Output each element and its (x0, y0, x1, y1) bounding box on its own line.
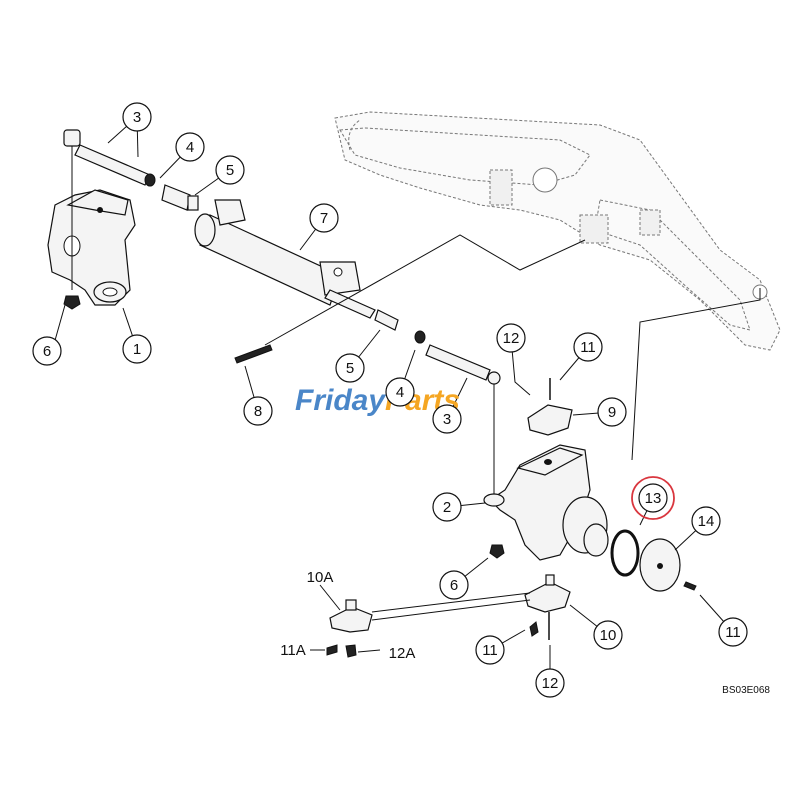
callout-11-bottom-label: 11 (482, 642, 498, 659)
callout-5-top-label: 5 (226, 162, 234, 179)
callout-6-left[interactable]: 6 (32, 336, 62, 366)
lower-tie-rod-parts (234, 330, 501, 500)
callout-3-top-label: 3 (133, 109, 141, 126)
callout-9-label: 9 (608, 404, 616, 421)
callout-9[interactable]: 9 (597, 397, 627, 427)
callout-3-mid-label: 3 (443, 411, 451, 428)
callout-1-label: 1 (133, 341, 141, 358)
callout-4-top-label: 4 (186, 139, 194, 156)
callout-5-mid-label: 5 (346, 360, 354, 377)
callout-11-top[interactable]: 11 (573, 332, 603, 362)
callout-11-right[interactable]: 11 (718, 617, 748, 647)
callout-4-mid-label: 4 (396, 384, 404, 401)
callout-12-bottom-label: 12 (542, 675, 559, 692)
callout-14-label: 14 (698, 513, 715, 530)
highlight-ring (631, 476, 675, 520)
callout-2[interactable]: 2 (432, 492, 462, 522)
callout-13[interactable]: 13 (631, 476, 675, 520)
callout-1[interactable]: 1 (122, 334, 152, 364)
callout-13-label: 13 (645, 490, 662, 507)
callout-10-label: 10 (600, 627, 617, 644)
callout-12-top[interactable]: 12 (496, 323, 526, 353)
callout-11-top-label: 11 (580, 339, 596, 356)
callout-14[interactable]: 14 (691, 506, 721, 536)
callout-12-bottom[interactable]: 12 (535, 668, 565, 698)
right-steering-knuckle (483, 444, 697, 592)
axle-frame (334, 111, 781, 351)
callout-7-label: 7 (320, 210, 328, 227)
callout-12-top-label: 12 (503, 330, 520, 347)
label-11a: 11A (280, 642, 306, 659)
callout-7[interactable]: 7 (309, 203, 339, 233)
label-10a: 10A (307, 569, 334, 586)
callout-8-label: 8 (254, 403, 262, 420)
pivot-plates (326, 378, 573, 658)
callout-4-mid[interactable]: 4 (385, 377, 415, 407)
left-steering-knuckle (47, 129, 136, 310)
callout-6-right[interactable]: 6 (439, 570, 469, 600)
steering-cylinder (194, 199, 399, 331)
callout-6-right-label: 6 (450, 577, 458, 594)
label-12a: 12A (389, 645, 416, 662)
callout-5-mid[interactable]: 5 (335, 353, 365, 383)
callout-6-left-label: 6 (43, 343, 51, 360)
callout-8[interactable]: 8 (243, 396, 273, 426)
callout-3-top[interactable]: 3 (122, 102, 152, 132)
callout-10[interactable]: 10 (593, 620, 623, 650)
reference-code: BS03E068 (722, 685, 770, 696)
callout-4-top[interactable]: 4 (175, 132, 205, 162)
callout-5-top[interactable]: 5 (215, 155, 245, 185)
callout-2-label: 2 (443, 499, 451, 516)
callout-11-right-label: 11 (725, 624, 741, 641)
callout-3-mid[interactable]: 3 (432, 404, 462, 434)
callout-11-bottom[interactable]: 11 (475, 635, 505, 665)
upper-tie-rod-parts (74, 144, 199, 211)
